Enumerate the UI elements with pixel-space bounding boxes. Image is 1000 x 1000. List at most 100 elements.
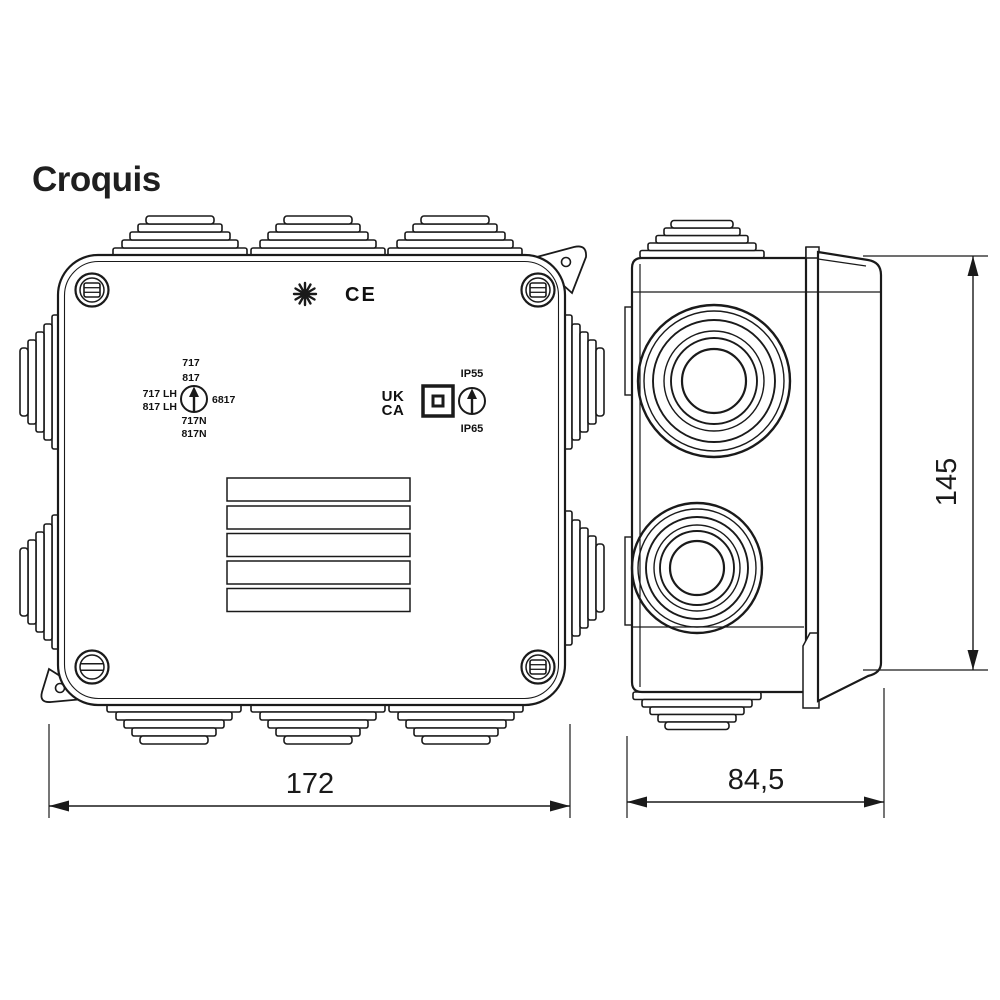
gland-step (283, 215, 353, 225)
cable-gland-top-2 (250, 215, 386, 257)
gland-step (35, 331, 45, 433)
screw-outer-ring (74, 272, 110, 308)
dimension-value: 172 (286, 768, 334, 800)
model-selector-dial-icon (180, 385, 208, 413)
cable-gland-left-1 (19, 314, 61, 450)
gland-step (663, 227, 741, 237)
gland-step (43, 323, 53, 441)
lid-top-inner-line (817, 258, 867, 267)
gland-step (27, 539, 37, 625)
mounting-tab-icon (531, 245, 587, 295)
model-selector-dial: 717 817 717 LH 817 LH 6817 717N 817N (143, 357, 236, 440)
screw-inner-ring (525, 277, 551, 303)
gland-step (632, 691, 762, 701)
gland-step (595, 347, 605, 417)
gland-step (571, 519, 581, 637)
gland-step (43, 523, 53, 641)
ip-rating-bottom: IP65 (461, 423, 484, 435)
gland-step (131, 727, 217, 737)
gland-step (595, 543, 605, 613)
dimension-arrow (967, 650, 979, 670)
dimension-arrow (627, 796, 647, 808)
model-label: 6817 (212, 394, 236, 406)
gland-step (579, 331, 589, 433)
knockout-ring (645, 516, 749, 620)
gland-step (267, 719, 369, 729)
lid-clip (802, 632, 820, 709)
gland-step (571, 323, 581, 441)
gland-step (413, 727, 499, 737)
cable-gland-right-2 (563, 510, 605, 646)
gland-step (405, 719, 507, 729)
knockout-ring (668, 539, 726, 597)
gland-step (664, 721, 730, 731)
model-label: 717 LH (143, 388, 177, 400)
screw-grid-icon (520, 272, 556, 308)
gland-step (267, 231, 369, 241)
knockout-ring (652, 319, 776, 443)
ip-rating-dial: IP55 IP65 (458, 368, 486, 435)
ip-rating-top: IP55 (461, 368, 484, 380)
dimension-arrow (967, 256, 979, 276)
gland-step (657, 713, 737, 723)
knockout-ring (670, 337, 758, 425)
gland-step (137, 223, 223, 233)
knockout-ring (637, 508, 757, 628)
ukca-line: UK (382, 388, 405, 405)
gland-step (283, 735, 353, 745)
gland-step (404, 231, 506, 241)
cable-gland-bottom-3 (388, 703, 524, 745)
ce-mark: CE (345, 284, 377, 306)
screw-inner-ring (79, 654, 105, 680)
side-lid-outline (816, 250, 883, 703)
gland-step (129, 231, 231, 241)
gland-step (420, 215, 490, 225)
front-view: CE 717 817 717 LH 817 LH 6817 717N 817N … (19, 215, 605, 745)
cable-gland-top-3 (387, 215, 523, 257)
ip-dial-icon (458, 387, 486, 415)
knockout-circle-icon (636, 303, 792, 459)
screw-grid-icon (520, 649, 556, 685)
cable-gland-bottom-1 (106, 703, 242, 745)
label-field (226, 587, 411, 613)
gland-step (649, 706, 745, 716)
gland-step (275, 223, 361, 233)
dimension-front-width: 172 (48, 724, 571, 818)
gland-step (123, 719, 225, 729)
dimension-side-height: 145 (863, 255, 988, 671)
knockout-circle-icon (630, 501, 764, 635)
model-label: 817 (182, 372, 200, 384)
gland-step (397, 711, 515, 721)
label-field (226, 477, 411, 502)
knockout-ring (680, 347, 748, 415)
dimension-arrow (49, 800, 69, 812)
gland-step (396, 239, 514, 249)
gland-step (35, 531, 45, 633)
screw-drive (529, 282, 547, 298)
model-label: 817N (181, 428, 206, 440)
gland-step (579, 527, 589, 629)
box-lid-inner-line (63, 260, 560, 700)
screw-inner-ring (79, 277, 105, 303)
dimension-arrow (550, 800, 570, 812)
gland-step (639, 249, 765, 259)
gland-step (641, 698, 753, 708)
box-lid-outline (56, 253, 567, 707)
gland-step (647, 242, 757, 252)
gland-step (259, 711, 377, 721)
gland-step (259, 239, 377, 249)
gland-step (115, 711, 233, 721)
gland-step (655, 234, 749, 244)
dial-pointer-head (189, 386, 199, 397)
sunburst-icon (292, 281, 318, 307)
knockout-ring (653, 524, 741, 612)
gland-step (19, 547, 29, 617)
double-insulation-outer (421, 384, 455, 418)
double-insulation-icon (421, 384, 455, 418)
screw-inner-ring (525, 654, 551, 680)
screw-outer-ring (520, 272, 556, 308)
knockout-ring (630, 501, 764, 635)
dial-pointer-head (467, 388, 477, 399)
screw-outer-ring (74, 649, 110, 685)
gland-step (412, 223, 498, 233)
